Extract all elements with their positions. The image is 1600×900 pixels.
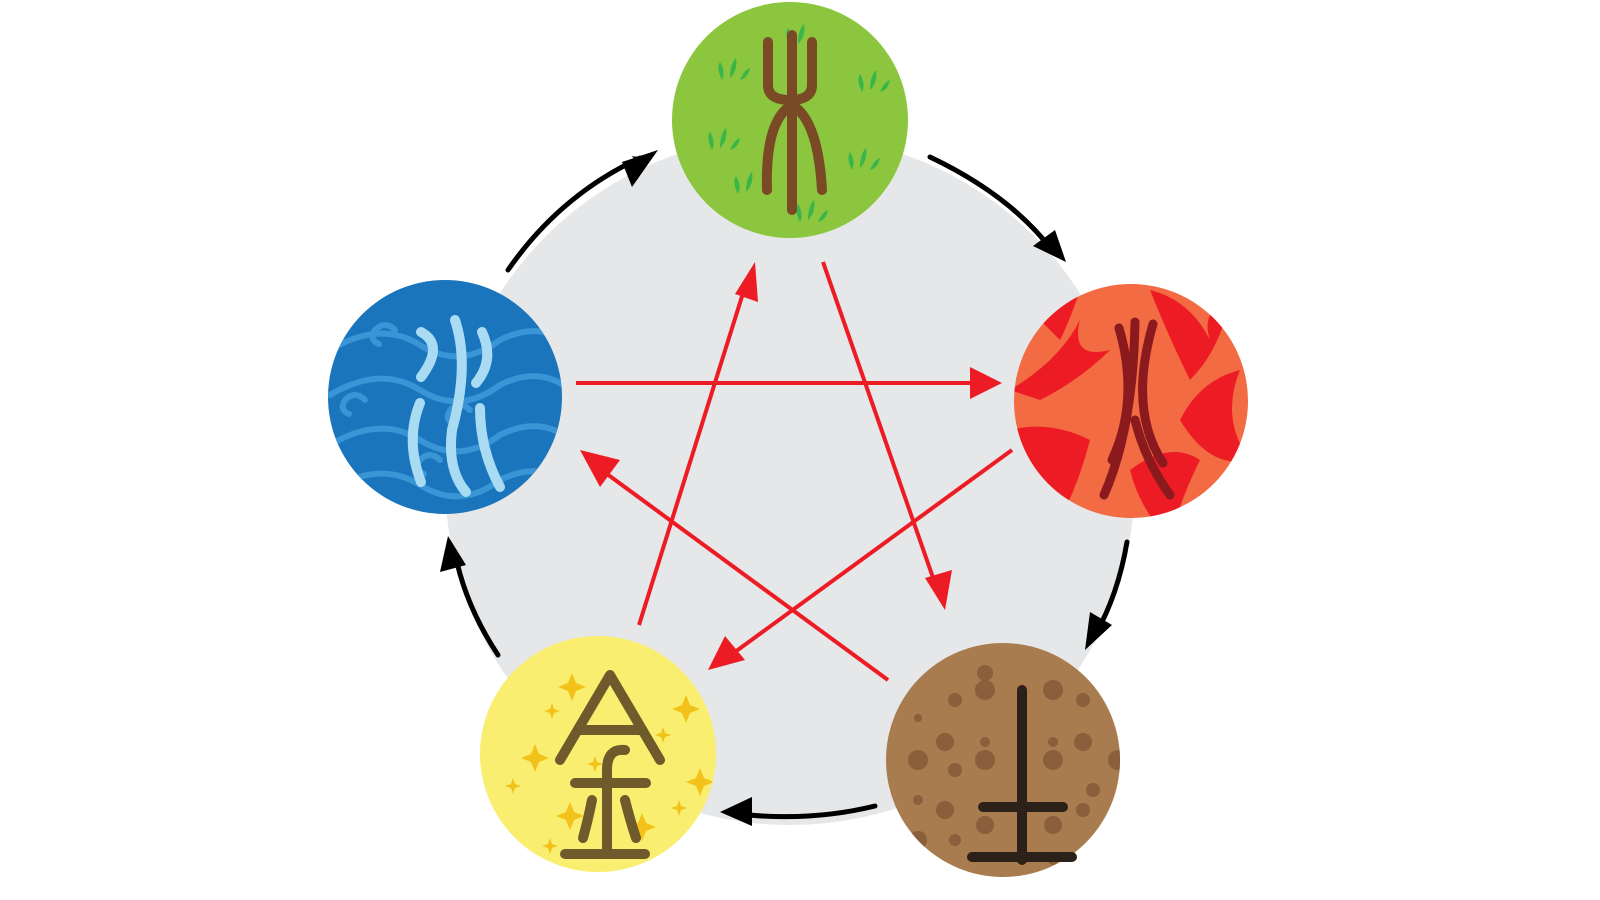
- element-label-water: Water: [0, 0, 48, 4]
- arrow-metal-to-wood: [637, 289, 746, 626]
- element-label-wood: Wood: [0, 0, 45, 4]
- flame-pattern-icon: [1014, 290, 1248, 518]
- element-label-metal: Metal: [0, 0, 44, 4]
- metal-glyph-icon: [555, 670, 665, 859]
- earth-glyph-icon: [967, 685, 1077, 865]
- water-glyph-icon: [407, 315, 505, 497]
- fire-glyph-icon: [1099, 317, 1175, 500]
- generating-arrowheads: [440, 150, 1112, 826]
- element-water[interactable]: Water: [0, 0, 570, 514]
- sparkle-pattern-icon: [505, 673, 714, 854]
- arrow-wood-to-fire: [927, 154, 1055, 253]
- element-label-fire: Fire: [0, 0, 29, 4]
- element-fire[interactable]: Fire: [0, 0, 1250, 540]
- arrow-earth-to-water: [590, 461, 890, 682]
- element-wood[interactable]: Wood: [0, 0, 908, 238]
- overcoming-cycle: [576, 261, 1014, 682]
- arrow-earth-to-metal: [735, 803, 878, 820]
- arrow-water-to-wood: [505, 155, 643, 273]
- arrow-fire-to-metal: [733, 448, 1014, 654]
- wood-glyph-icon: [761, 30, 827, 215]
- element-label-earth: Earth: [0, 0, 43, 4]
- arrow-wood-to-earth: [821, 261, 940, 593]
- overcoming-arrowheads: [580, 262, 1002, 670]
- element-metal[interactable]: Metal: [0, 0, 716, 872]
